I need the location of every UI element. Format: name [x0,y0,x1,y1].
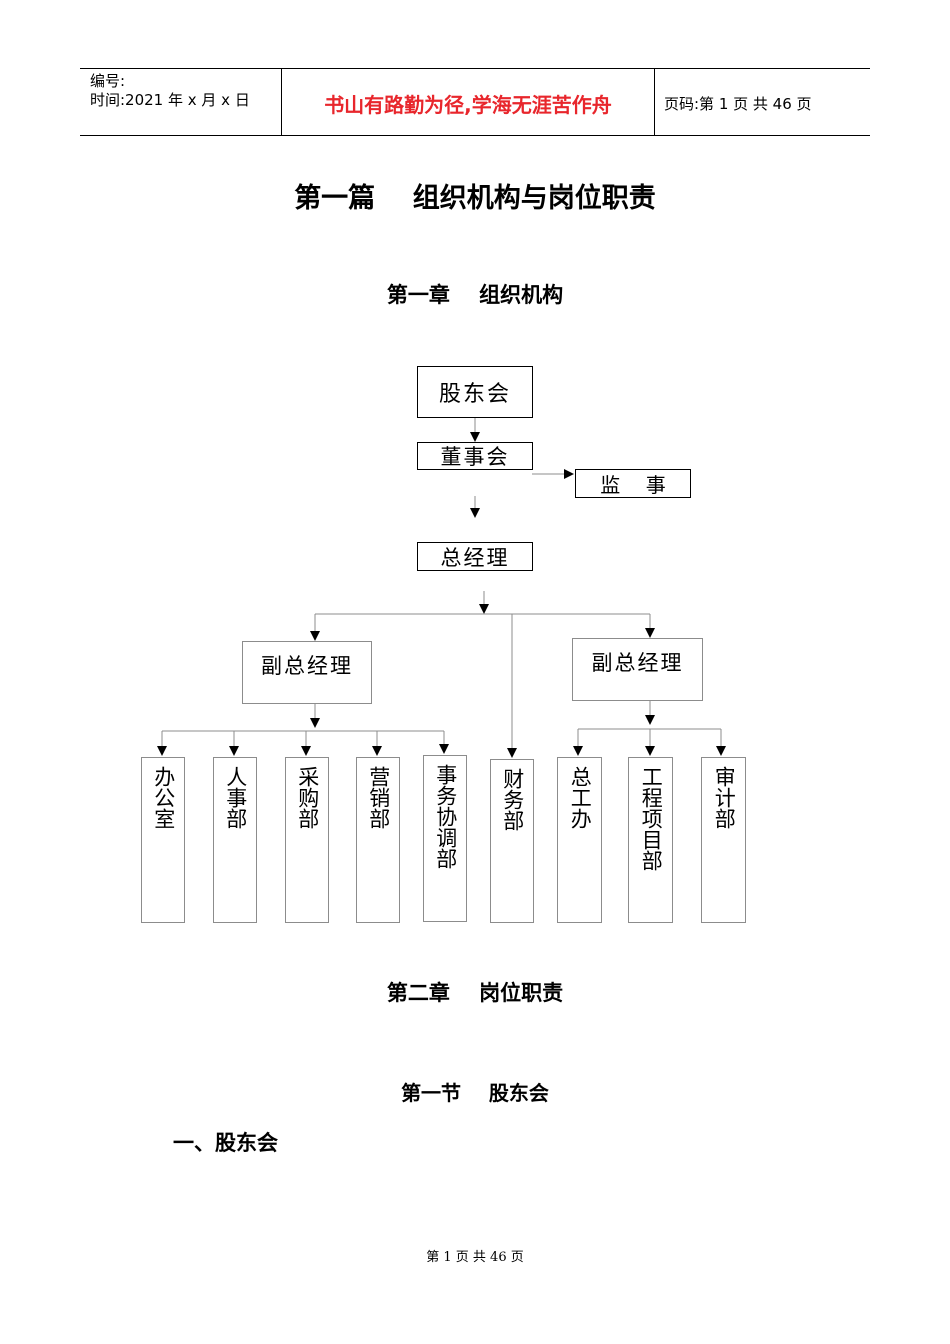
chapter-1-heading: 第一章 组织机构 [386,283,564,307]
org-box-supervisor: 监 事 [575,469,691,498]
org-dept-marketing: 营销部 [356,757,400,923]
header-page-info: 页码:第 1 页 共 46 页 [664,95,812,113]
section-1-heading: 第一节 股东会 [401,1081,549,1105]
org-dept-chief-engineer: 总工办 [557,757,602,923]
org-box-shareholders: 股东会 [417,366,533,418]
document-number-label: 编号: [90,72,126,90]
org-dept-coordination: 事务协调部 [423,755,467,922]
org-box-board: 董事会 [417,442,533,470]
header-top-border [80,68,870,69]
org-box-deputy-gm-right: 副总经理 [572,638,703,701]
chapter-2-heading: 第二章 岗位职责 [386,981,564,1005]
header-motto: 书山有路勤为径,学海无涯苦作舟 [324,93,612,117]
org-box-deputy-gm-left: 副总经理 [242,641,372,704]
document-time-label: 时间:2021 年 x 月 x 日 [90,91,250,109]
org-dept-projects: 工程项目部 [628,757,673,923]
header-bottom-border [80,135,870,136]
org-dept-purchasing: 采购部 [285,757,329,923]
part-title: 第一篇 组织机构与岗位职责 [294,183,656,214]
org-dept-finance: 财务部 [490,759,534,923]
org-dept-hr: 人事部 [213,757,257,923]
org-box-general-manager: 总经理 [417,542,533,571]
item-1-heading: 一、股东会 [173,1131,278,1155]
page-footer: 第 1 页 共 46 页 [426,1250,524,1265]
org-chart-connectors [157,417,726,758]
org-dept-audit: 审计部 [701,757,746,923]
header-divider-left [281,68,282,136]
header-divider-right [654,68,655,136]
org-dept-office: 办公室 [141,757,185,923]
